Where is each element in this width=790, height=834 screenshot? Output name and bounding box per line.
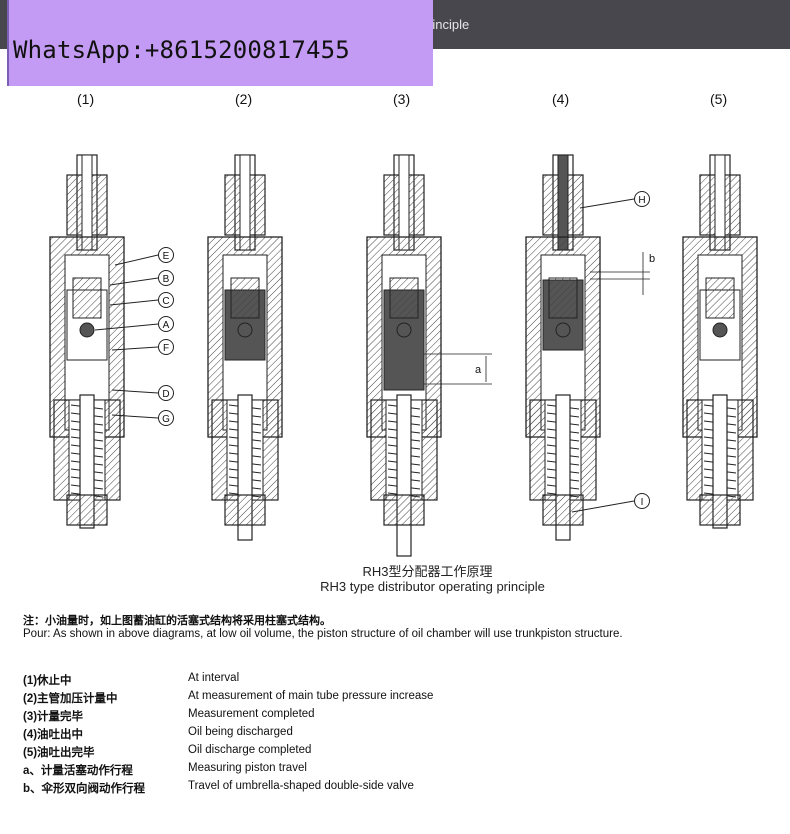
ball-check (712, 322, 728, 338)
base-fitting (383, 494, 425, 526)
legend-key: (2)主管加压计量中 (23, 693, 118, 705)
caption-english: RH3 type distributor operating principle (320, 579, 545, 594)
callout-label: F (163, 343, 169, 354)
legend-row: b、伞形双向阀动作行程 Travel of umbrella-shaped do… (23, 780, 783, 798)
callout-leader (109, 277, 159, 286)
legend-key: (1)休止中 (23, 675, 72, 687)
valve-stem-core (714, 154, 726, 251)
valve-stem-core (557, 154, 569, 251)
base-fitting (699, 494, 741, 526)
valve-section (49, 154, 125, 529)
ball-check (79, 322, 95, 338)
watermark-banner: WhatsApp:+8615200817455 (7, 0, 433, 86)
base-fitting (542, 494, 584, 526)
legend-value: Travel of umbrella-shaped double-side va… (188, 780, 414, 792)
legend-value: At interval (188, 672, 240, 684)
valve-stem-core (398, 154, 410, 251)
callout-circle (158, 410, 174, 426)
stage-label-2: (2) (235, 91, 253, 107)
callout-leader (579, 198, 635, 209)
note-chinese: 注：小油量时，如上图蓄油缸的活塞式结构将采用柱塞式结构。 (23, 615, 331, 627)
umbrella-valve (230, 277, 260, 319)
callout-leader (111, 414, 159, 419)
valve-stem-core (81, 154, 93, 251)
callout-circle (634, 493, 650, 509)
callout-circle (158, 247, 174, 263)
legend-row: a、计量活塞动作行程 Measuring piston travel (23, 762, 783, 780)
callout-label: H (638, 195, 645, 206)
stage-label-1: (1) (77, 91, 95, 107)
legend-key: (5)油吐出完毕 (23, 747, 95, 759)
valve-section (525, 154, 601, 541)
dimension-label-a: a (475, 364, 482, 376)
callout-label: C (162, 296, 169, 307)
callout-label: G (162, 414, 170, 425)
legend-key: a、计量活塞动作行程 (23, 765, 133, 777)
stage-label-5: (5) (710, 91, 728, 107)
callout-label: E (163, 251, 170, 262)
umbrella-valve (548, 277, 578, 319)
callout-label: A (163, 320, 170, 331)
dimension-label-b: b (649, 253, 655, 265)
valve-section (207, 154, 283, 541)
valve-stem-core (239, 154, 251, 251)
callout-circle (634, 191, 650, 207)
stage-label-4: (4) (552, 91, 570, 107)
page-title-fragment: rinciple (428, 17, 470, 32)
callout-label: D (162, 389, 169, 400)
valve-section (682, 154, 758, 529)
base-fitting (66, 494, 108, 526)
callout-circle (158, 316, 174, 332)
caption-chinese: RH3型分配器工作原理 (362, 564, 493, 579)
ball-check (555, 322, 571, 338)
callout-circle (158, 292, 174, 308)
note-english: Pour: As shown in above diagrams, at low… (23, 628, 623, 640)
ball-check (237, 322, 253, 338)
umbrella-valve (705, 277, 735, 319)
legend-value: At measurement of main tube pressure inc… (188, 690, 434, 702)
legend-value: Oil being discharged (188, 726, 293, 738)
legend-key: (4)油吐出中 (23, 729, 84, 741)
callout-label: I (641, 497, 644, 508)
watermark-text: WhatsApp:+8615200817455 (13, 36, 350, 64)
legend-row: (4)油吐出中 Oil being discharged (23, 726, 783, 744)
callout-leader (111, 389, 159, 394)
umbrella-valve (72, 277, 102, 319)
callout-label: B (163, 274, 170, 285)
legend-row: (1)休止中 At interval (23, 672, 783, 690)
callout-circle (158, 270, 174, 286)
legend-value: Measurement completed (188, 708, 315, 720)
stage-label-3: (3) (393, 91, 411, 107)
callout-leader (109, 299, 159, 306)
valve-section (366, 154, 442, 557)
piston-rod (396, 394, 412, 557)
umbrella-valve (389, 277, 419, 319)
callout-circle (158, 339, 174, 355)
legend-key: b、伞形双向阀动作行程 (23, 783, 146, 795)
legend-row: (5)油吐出完毕 Oil discharge completed (23, 744, 783, 762)
callout-leader (571, 500, 635, 513)
legend-value: Oil discharge completed (188, 744, 312, 756)
legend-value: Measuring piston travel (188, 762, 307, 774)
legend-key: (3)计量完毕 (23, 711, 84, 723)
callout-circle (158, 385, 174, 401)
callout-leader (94, 323, 159, 331)
callout-leader (114, 254, 159, 266)
legend-row: (3)计量完毕 Measurement completed (23, 708, 783, 726)
callout-leader (111, 346, 159, 351)
legend-row: (2)主管加压计量中 At measurement of main tube p… (23, 690, 783, 708)
ball-check (396, 322, 412, 338)
base-fitting (224, 494, 266, 526)
